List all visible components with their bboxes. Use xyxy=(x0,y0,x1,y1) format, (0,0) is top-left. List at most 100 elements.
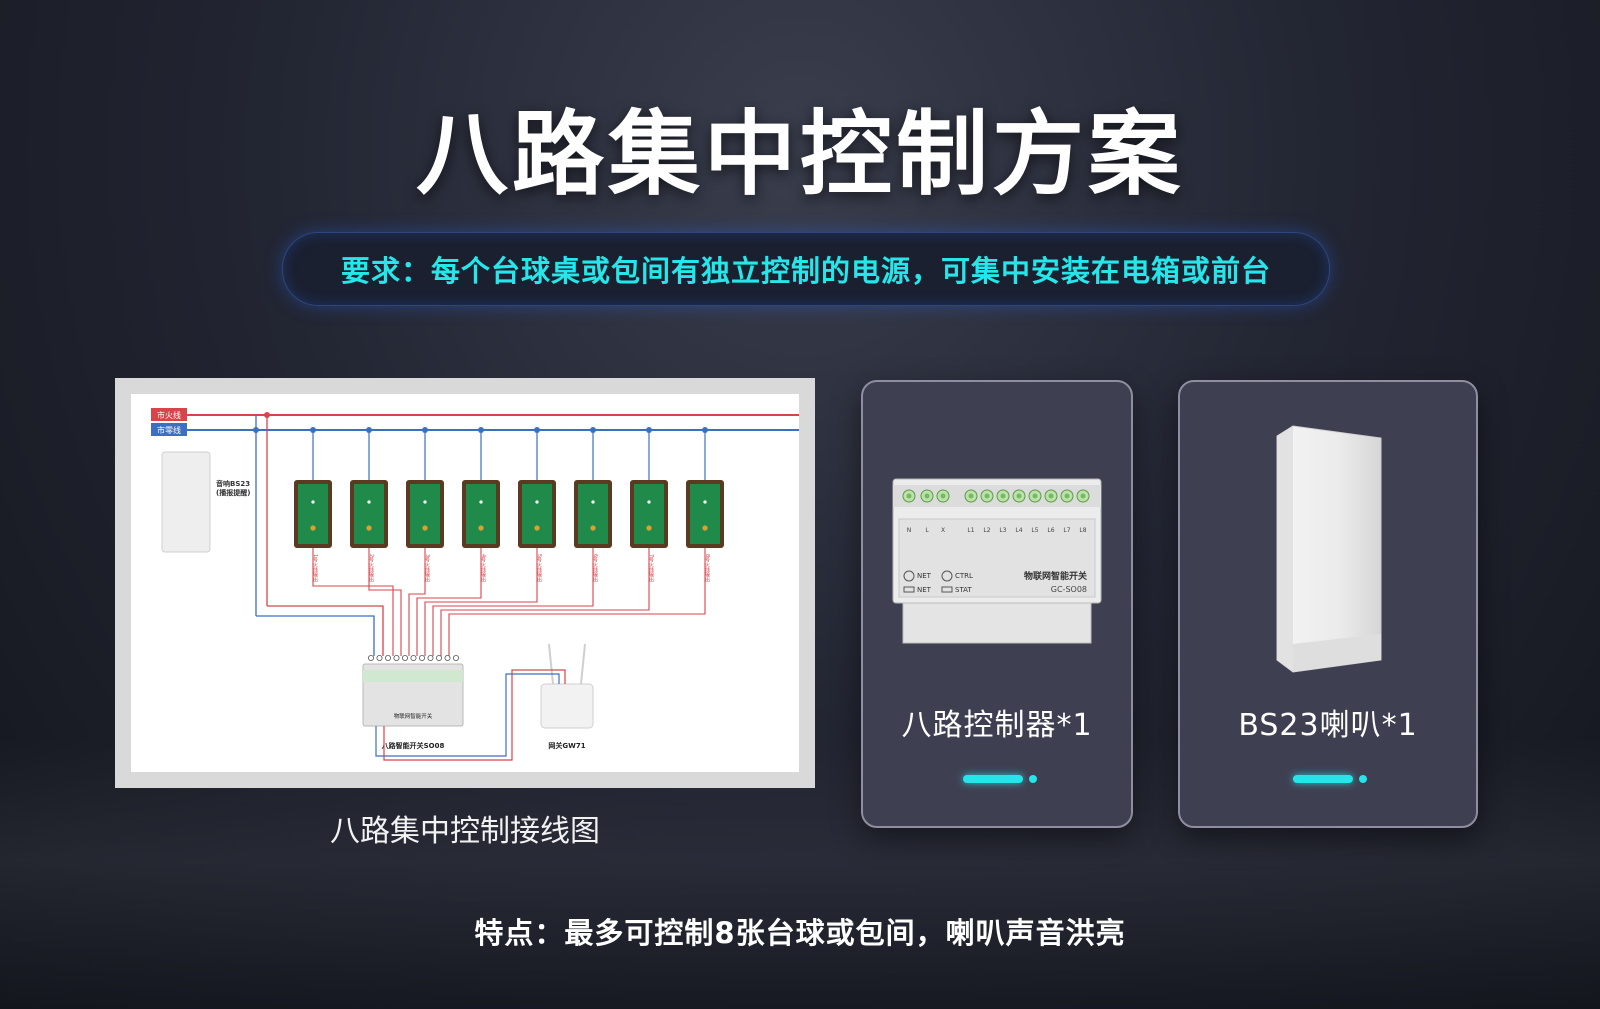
switch-terminal xyxy=(410,654,417,661)
pool-table-felt xyxy=(466,484,496,544)
screw-head xyxy=(1080,493,1086,499)
screw-head xyxy=(1032,493,1038,499)
switch-terminals xyxy=(363,670,463,682)
circuit-wire xyxy=(312,548,394,656)
speaker-sublabel: (播报提醒) xyxy=(216,488,250,497)
ball-rack xyxy=(646,525,652,531)
gateway-antenna xyxy=(580,643,586,685)
rs485-wire-a xyxy=(375,673,560,757)
junction-dot xyxy=(646,427,652,433)
switch-terminal xyxy=(444,654,451,661)
requirement-text: 要求：每个台球桌或包间有独立控制的电源，可集中安装在电箱或前台 xyxy=(340,254,1271,288)
controller-panel xyxy=(898,518,1096,598)
neutral-line-tag xyxy=(151,423,187,436)
controller-terminal-label: X xyxy=(941,527,945,534)
speaker-side xyxy=(1277,426,1293,672)
speaker-box xyxy=(161,451,211,553)
controller-terminal-label: L8 xyxy=(1079,527,1086,534)
controller-terminal-label: N xyxy=(907,527,912,534)
junction-dot xyxy=(253,427,259,433)
screw-head xyxy=(1064,493,1070,499)
rs485-wire-b xyxy=(383,669,566,761)
live-line-tag xyxy=(151,408,187,421)
circuit-wire xyxy=(416,548,482,656)
controller-terminal-label: L4 xyxy=(1015,527,1022,534)
circuit-wire xyxy=(368,548,402,656)
card-accent-dot xyxy=(1029,775,1037,783)
screw-head xyxy=(906,493,912,499)
controller-model: GC-SO08 xyxy=(1051,585,1087,594)
ball-rack xyxy=(478,525,484,531)
controller-terminal-label: L3 xyxy=(999,527,1006,534)
live-line-label: 市火线 xyxy=(157,410,181,420)
controller-terminal-label: L2 xyxy=(983,527,990,534)
pool-table-felt xyxy=(690,484,720,544)
speaker-image xyxy=(1180,422,1476,673)
switch-terminal xyxy=(376,654,383,661)
switch-terminal xyxy=(367,654,374,661)
cue-ball xyxy=(479,500,483,504)
speaker-base xyxy=(1293,634,1381,672)
junction-dot xyxy=(422,427,428,433)
circuit-label: 8号火线输出 xyxy=(704,554,710,584)
circuit-wire xyxy=(448,548,706,656)
cue-ball xyxy=(703,500,707,504)
page-title: 八路集中控制方案 xyxy=(415,101,1184,208)
junction-dot xyxy=(534,427,540,433)
junction-dot xyxy=(310,427,316,433)
junction-dot xyxy=(264,412,270,418)
card-accent-bar xyxy=(963,775,1023,783)
controller-terminal-label: L5 xyxy=(1031,527,1038,534)
switch-terminal xyxy=(393,654,400,661)
pool-table-felt xyxy=(634,484,664,544)
switch-panel-title: 物联网智能开关 xyxy=(394,712,433,720)
speaker-label: 音响BS23 xyxy=(216,479,250,488)
ball-rack xyxy=(310,525,316,531)
ball-rack xyxy=(702,525,708,531)
circuit-wire xyxy=(424,548,538,656)
gateway-antenna xyxy=(548,643,554,685)
junction-dot xyxy=(590,427,596,433)
circuit-wire xyxy=(408,548,426,656)
junction-dot xyxy=(478,427,484,433)
circuit-label: 5号火线输出 xyxy=(536,554,542,584)
ball-rack xyxy=(422,525,428,531)
gateway-label: 网关GW71 xyxy=(548,741,585,750)
switch-terminal xyxy=(427,654,434,661)
net-led-label: NET xyxy=(917,572,932,580)
diagram-caption: 八路集中控制接线图 xyxy=(330,814,600,849)
pool-table-felt xyxy=(298,484,328,544)
screw-head xyxy=(924,493,930,499)
stat-button-label: STAT xyxy=(955,586,972,594)
card-accent-bar xyxy=(1293,775,1353,783)
controller-terminal-label: L7 xyxy=(1063,527,1070,534)
switch-terminal xyxy=(384,654,391,661)
circuit-label: 7号火线输出 xyxy=(648,554,654,584)
switch-terminal xyxy=(418,654,425,661)
gateway-box xyxy=(540,683,594,729)
controller-terminal-label: L xyxy=(925,527,929,534)
pool-table-felt xyxy=(354,484,384,544)
screw-head xyxy=(1016,493,1022,499)
circuit-wire xyxy=(432,548,594,656)
controller-label: 八路控制器*1 xyxy=(901,708,1093,743)
circuit-label: 1号火线输出 xyxy=(312,554,318,584)
switch-terminal xyxy=(452,654,459,661)
screw-head xyxy=(968,493,974,499)
screw-head xyxy=(984,493,990,499)
pool-table-felt xyxy=(522,484,552,544)
pool-table-felt xyxy=(578,484,608,544)
pool-table-felt xyxy=(410,484,440,544)
circuit-wire xyxy=(440,548,650,656)
controller-panel-title: 物联网智能开关 xyxy=(1024,570,1087,582)
net-led xyxy=(903,570,915,582)
requirement-banner: 要求：每个台球桌或包间有独立控制的电源，可集中安装在电箱或前台 xyxy=(282,232,1330,306)
net-button xyxy=(903,586,915,593)
junction-dot xyxy=(366,427,372,433)
screw-head xyxy=(1000,493,1006,499)
cue-ball xyxy=(311,500,315,504)
